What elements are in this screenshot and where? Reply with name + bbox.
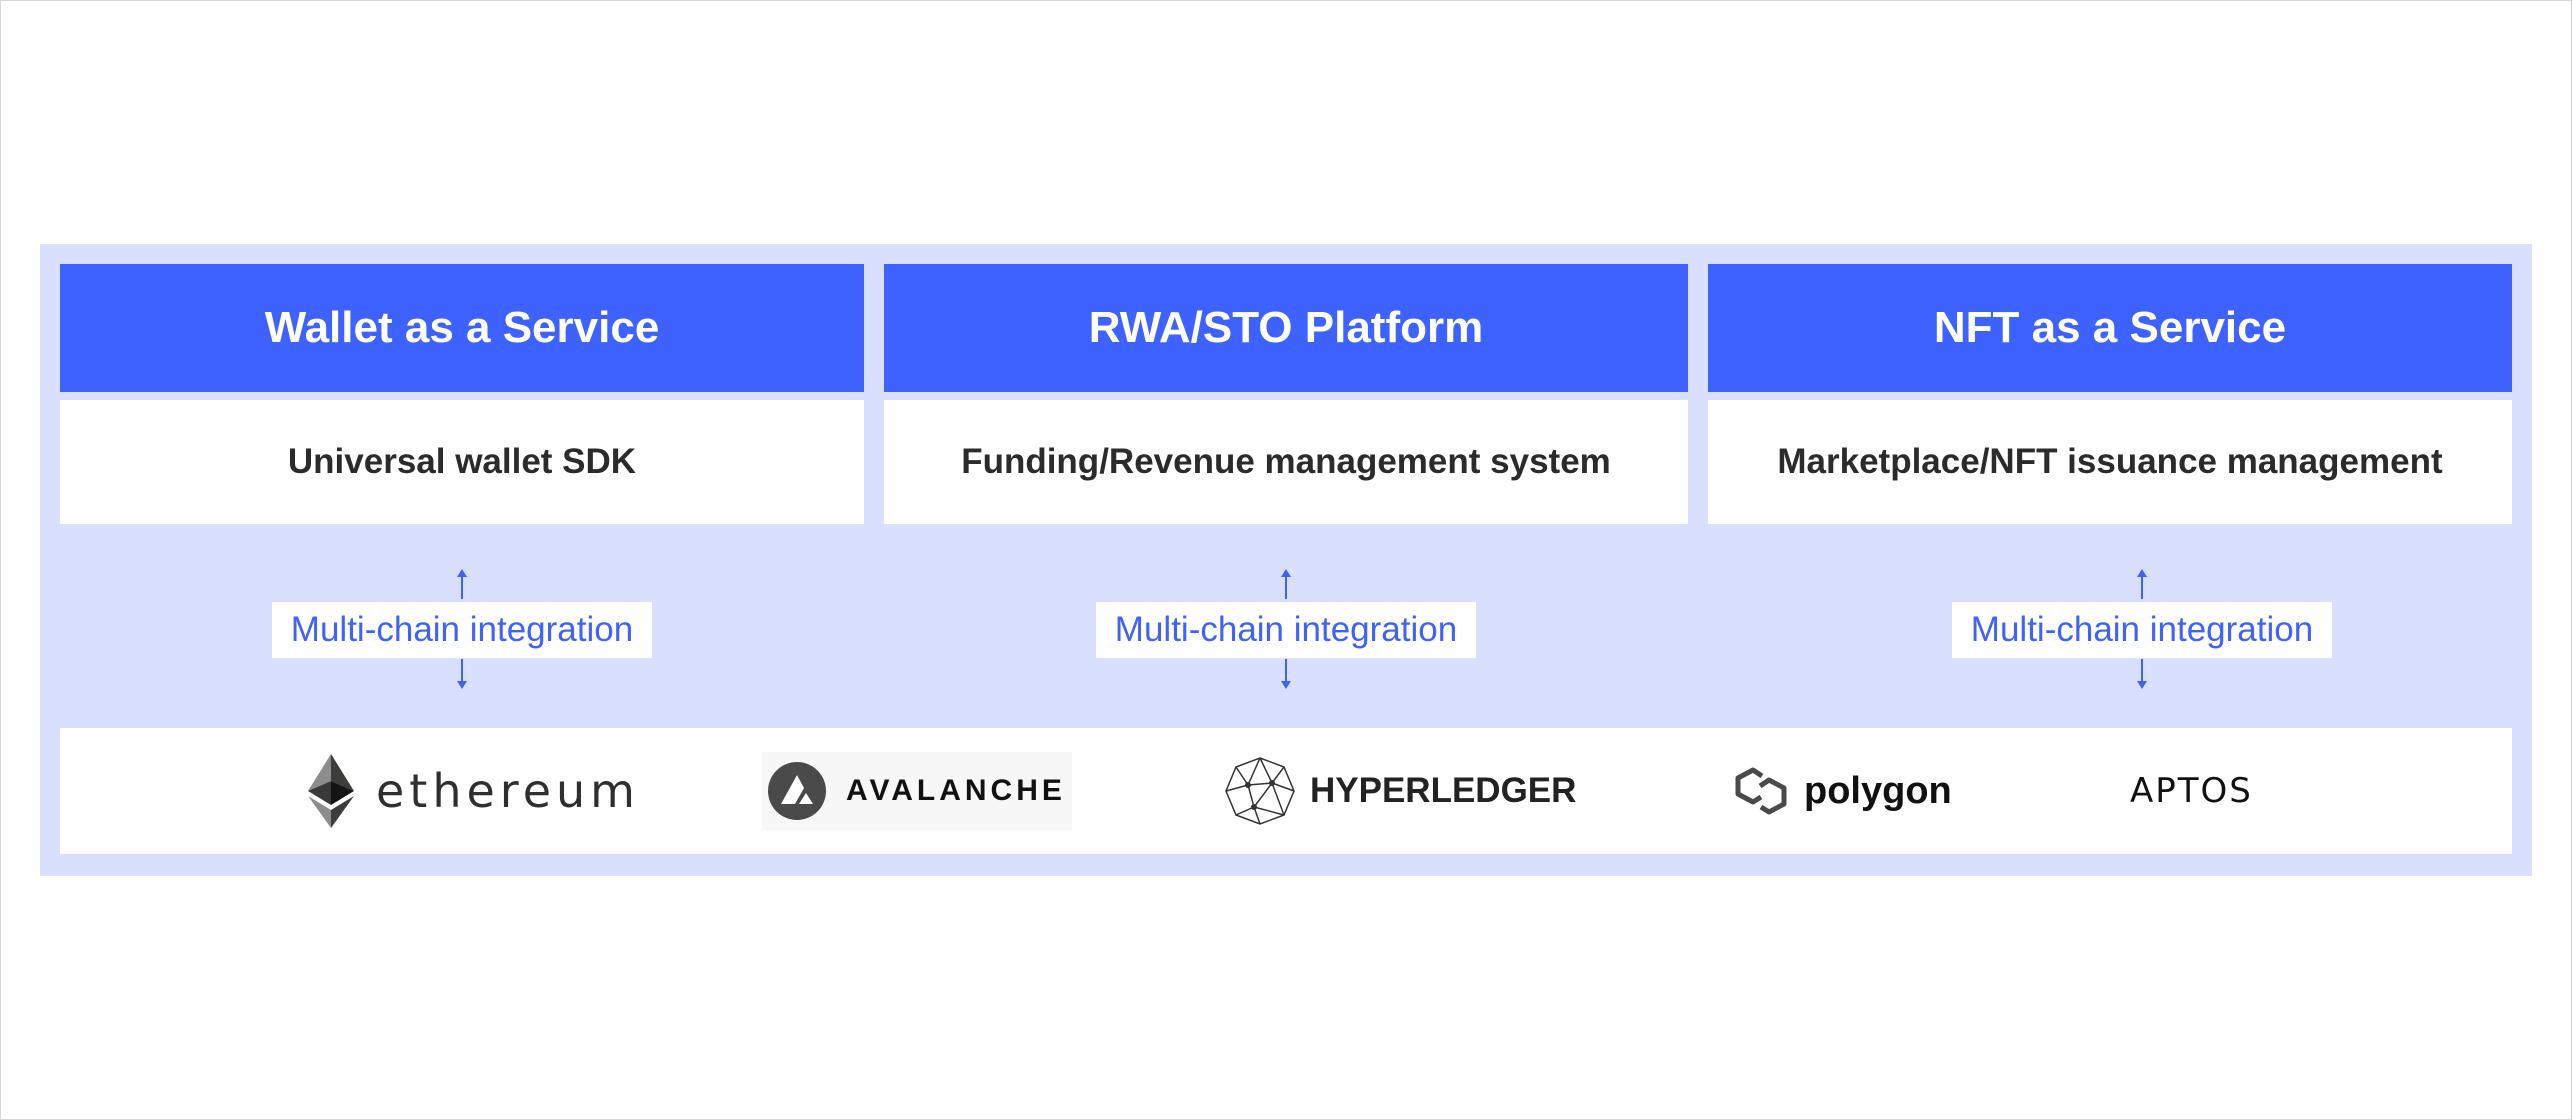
arrow-down-icon	[2137, 659, 2147, 689]
arrow-up-icon	[2137, 569, 2147, 599]
avalanche-logo-icon	[768, 762, 826, 820]
integration-label: Multi-chain integration	[1952, 602, 2332, 658]
arrow-down-icon	[1281, 659, 1291, 689]
architecture-panel: Wallet as a Service Universal wallet SDK…	[40, 244, 2532, 876]
column-subtitle: Universal wallet SDK	[287, 442, 637, 481]
column-subtitle-rwa: Funding/Revenue management system	[884, 400, 1688, 524]
column-title: Wallet as a Service	[264, 303, 660, 352]
column-subtitle-nft: Marketplace/NFT issuance management	[1708, 400, 2512, 524]
polygon-logo: polygon	[1732, 728, 1952, 854]
chain-logos-bar: ethereum AVALANCHE	[60, 728, 2512, 854]
arrow-up-icon	[1281, 569, 1291, 599]
arrow-down-icon	[457, 659, 467, 689]
column-subtitle: Marketplace/NFT issuance management	[1777, 442, 2443, 481]
hyperledger-logo-icon	[1225, 757, 1295, 825]
integration-label: Multi-chain integration	[1096, 602, 1476, 658]
integration-label: Multi-chain integration	[272, 602, 652, 658]
arrow-up-icon	[457, 569, 467, 599]
hyperledger-logo-text: HYPERLEDGER	[1310, 771, 1577, 810]
column-header-wallet: Wallet as a Service	[60, 264, 864, 392]
integration-rwa: Multi-chain integration	[1096, 569, 1476, 689]
hyperledger-logo: HYPERLEDGER	[1224, 728, 1576, 854]
avalanche-logo-box: AVALANCHE	[762, 752, 1072, 830]
polygon-logo-text: polygon	[1804, 769, 1952, 812]
avalanche-logo: AVALANCHE	[762, 728, 1072, 854]
polygon-logo-icon	[1735, 767, 1787, 815]
aptos-logo-text: APTOS	[2130, 771, 2253, 811]
ethereum-logo-icon	[308, 754, 354, 828]
column-header-nft: NFT as a Service	[1708, 264, 2512, 392]
integration-wallet: Multi-chain integration	[272, 569, 652, 689]
ethereum-logo-text: ethereum	[376, 764, 640, 818]
column-subtitle: Funding/Revenue management system	[961, 442, 1611, 481]
column-title: NFT as a Service	[1933, 303, 2287, 352]
integration-nft: Multi-chain integration	[1952, 569, 2332, 689]
column-title: RWA/STO Platform	[1088, 303, 1484, 352]
column-subtitle-wallet: Universal wallet SDK	[60, 400, 864, 524]
avalanche-logo-text: AVALANCHE	[846, 774, 1066, 807]
column-header-rwa: RWA/STO Platform	[884, 264, 1688, 392]
ethereum-logo: ethereum	[308, 728, 640, 854]
aptos-logo: APTOS	[2130, 728, 2253, 854]
